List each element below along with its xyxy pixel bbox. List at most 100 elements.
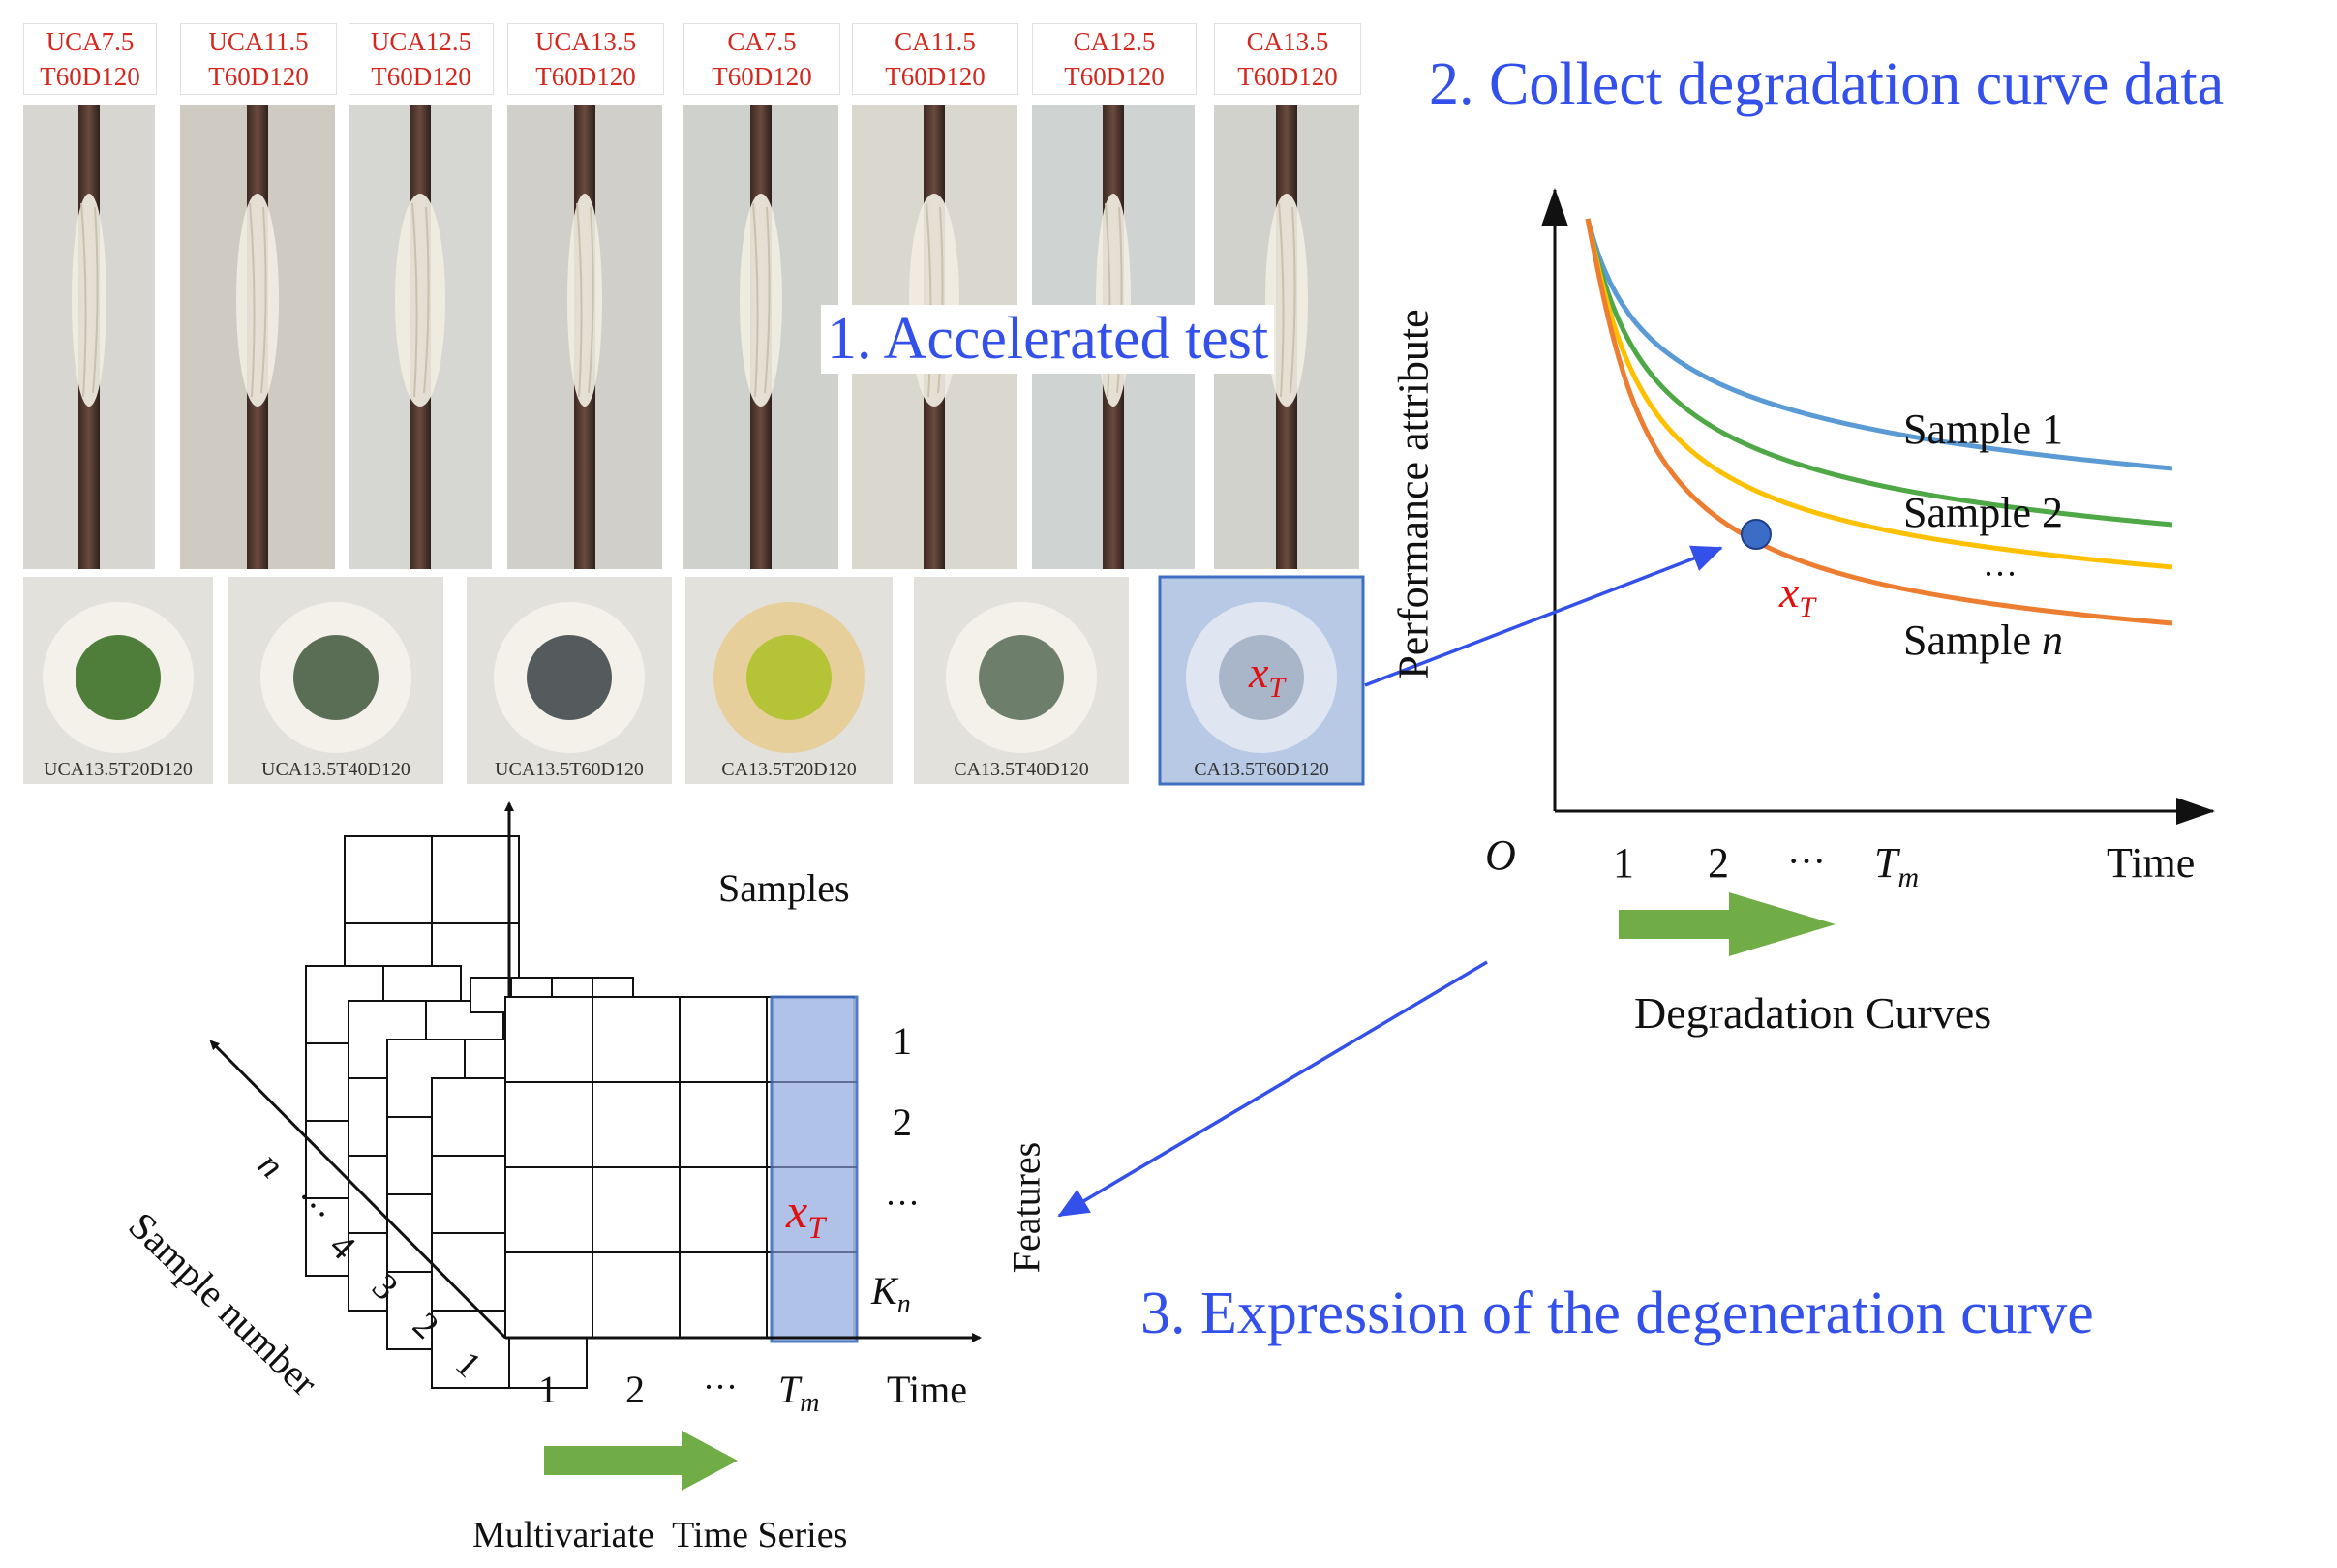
cross-section-photo xyxy=(1158,575,1365,786)
cross-section-photo xyxy=(467,577,672,784)
feature-tick-1: 1 xyxy=(893,1019,912,1063)
time-tick-dots: ··· xyxy=(703,1368,738,1406)
rod-photo-label-line1: CA7.5 xyxy=(727,27,797,56)
time-tick-tm: Tm xyxy=(778,1368,820,1418)
rod-photo-label-line1: UCA11.5 xyxy=(208,27,309,56)
multivariate-time-series-diagram xyxy=(209,801,982,1491)
rod-photo-label-line2: T60D120 xyxy=(1237,62,1338,91)
rod-photo-label-line2: T60D120 xyxy=(40,62,140,91)
feature-tick-dots: ··· xyxy=(885,1184,920,1222)
fiber-wrap xyxy=(567,194,602,407)
degradation-chart xyxy=(1541,188,2215,956)
rod-photo-label-line1: UCA7.5 xyxy=(46,27,135,56)
series-label-n: Sample n xyxy=(1903,617,2063,664)
time-axis-label: Time xyxy=(887,1368,968,1411)
degradation-tick-tm: Tm xyxy=(1874,839,1920,893)
cross-section-label: CA13.5T20D120 xyxy=(721,759,857,780)
mts-caption: Multivariate Time Series xyxy=(472,1515,848,1555)
connector-arrows xyxy=(1057,545,1723,1218)
rod-photo-label-line1: CA12.5 xyxy=(1073,27,1156,56)
fiber-wrap xyxy=(236,194,279,407)
samples-label: Samples xyxy=(718,866,850,910)
feature-tick-2: 2 xyxy=(893,1101,912,1144)
fiber-wrap xyxy=(1096,194,1131,407)
degradation-curve xyxy=(1585,218,2173,528)
accelerated-test-title: 1. Accelerated test xyxy=(821,305,1275,374)
fiber-strands xyxy=(80,202,99,398)
rod-photo xyxy=(683,105,838,569)
cross-section-label: CA13.5T40D120 xyxy=(954,759,1089,780)
fiber-wrap xyxy=(1265,194,1308,407)
cross-section-photo xyxy=(685,577,893,784)
degradation-xlabel: Time xyxy=(2107,839,2196,887)
rod-photo-label-line2: T60D120 xyxy=(535,62,636,91)
series-label-2: Sample 2 xyxy=(1903,489,2063,536)
rod-photo xyxy=(23,105,155,569)
cross-section-label: UCA13.5T40D120 xyxy=(261,759,410,780)
rod-photo-label-line2: T60D120 xyxy=(1064,62,1165,91)
collect-curve-data-title: 2. Collect degradation curve data xyxy=(1429,51,2225,117)
xt-label-curve: xT xyxy=(1779,567,1816,624)
cross-section-core xyxy=(1219,635,1304,720)
degradation-tick-1: 1 xyxy=(1613,839,1634,887)
green-arrow-head xyxy=(682,1431,738,1491)
curve-to-grid-arrow xyxy=(1057,960,1488,1218)
cross-section-label: UCA13.5T60D120 xyxy=(495,759,644,780)
degradation-caption: Degradation Curves xyxy=(1634,988,1992,1038)
xt-point xyxy=(1741,519,1772,550)
cross-section-photo xyxy=(228,577,443,784)
highlight-column xyxy=(770,995,859,1343)
series-label-1: Sample 1 xyxy=(1903,406,2063,453)
degradation-curve xyxy=(1585,218,2173,570)
rod-photo-label-line2: T60D120 xyxy=(371,62,471,91)
rod-photo-label-line1: CA11.5 xyxy=(895,27,976,56)
cross-section-label: UCA13.5T20D120 xyxy=(44,759,193,780)
fiber-strands xyxy=(1278,202,1296,398)
degradation-origin: O xyxy=(1485,831,1516,879)
xt-label-photo: xT xyxy=(1249,648,1286,705)
rod-photo-label-line2: T60D120 xyxy=(712,62,812,91)
photo-to-curve-arrow xyxy=(1364,545,1723,687)
fiber-strands xyxy=(411,202,430,398)
cross-section-photo xyxy=(23,577,213,784)
xt-label-grid: xT xyxy=(786,1184,826,1246)
fiber-wrap xyxy=(72,194,106,407)
cross-section-label: CA13.5T60D120 xyxy=(1194,759,1329,780)
time-tick-1: 1 xyxy=(538,1368,558,1411)
rod-photo-label-line2: T60D120 xyxy=(885,62,986,91)
degradation-curve xyxy=(1585,218,2173,626)
degradation-ylabel: Performance attribute xyxy=(1389,309,1438,679)
degradation-tick-2: 2 xyxy=(1708,839,1729,887)
fiber-wrap xyxy=(740,194,782,407)
features-label: Features xyxy=(1004,1141,1048,1274)
rod-photo-label-line2: T60D120 xyxy=(208,62,309,91)
cross-section-photo xyxy=(914,577,1129,784)
green-arrow-shaft xyxy=(1619,910,1731,939)
expression-title: 3. Expression of the degeneration curve xyxy=(1140,1281,2094,1346)
fiber-strands xyxy=(249,202,267,398)
feature-tick-kn: Kn xyxy=(871,1269,911,1319)
rod-photo-label-line1: UCA13.5 xyxy=(534,27,637,56)
fiber-strands xyxy=(752,202,771,398)
cross-section-core xyxy=(76,635,161,720)
fiber-strands xyxy=(576,202,594,398)
rod-photo-label-line1: UCA12.5 xyxy=(370,27,472,56)
fiber-wrap xyxy=(395,194,445,407)
rod-photo xyxy=(507,105,662,569)
cross-section-core xyxy=(979,635,1064,720)
rod-photo-label-line1: CA13.5 xyxy=(1246,27,1329,56)
degradation-curve xyxy=(1585,218,2173,471)
green-arrow-shaft xyxy=(544,1446,685,1475)
sample-number-axis xyxy=(209,1040,507,1340)
time-tick-2: 2 xyxy=(625,1368,645,1411)
cross-section-strip xyxy=(23,575,1365,786)
